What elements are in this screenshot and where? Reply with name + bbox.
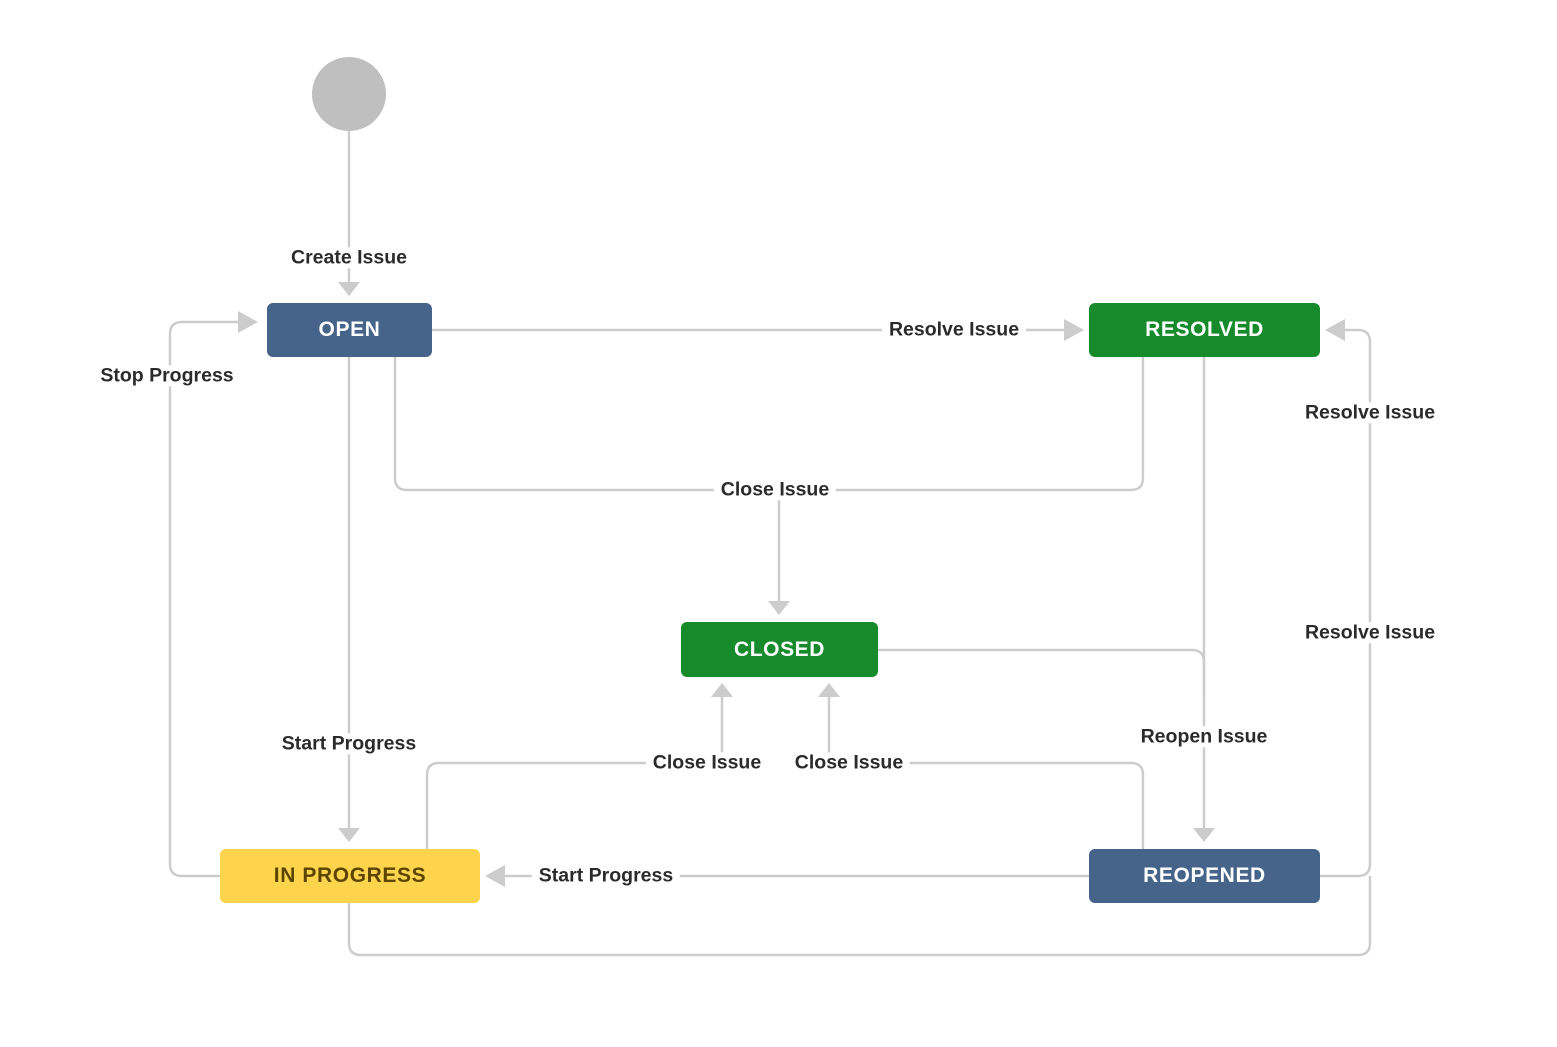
edge-resolve-issue-reopened [1320,328,1372,878]
edge-label-close-issue-open: Close Issue [713,478,837,501]
state-node-in-progress[interactable]: IN PROGRESS [220,849,480,903]
edge-close-issue-reopened [829,761,1145,849]
state-node-closed[interactable]: CLOSED [681,622,878,677]
arrowhead-close-issue-reopened [818,683,840,697]
state-node-resolved[interactable]: RESOLVED [1089,303,1320,357]
state-node-open[interactable]: OPEN [267,303,432,357]
state-label-in-progress: IN PROGRESS [273,864,427,887]
arrowhead-stop-progress [238,311,258,333]
state-label-reopened: REOPENED [1143,864,1266,887]
start-node[interactable] [312,57,386,131]
arrowhead-close-issue-open [768,601,790,615]
arrowhead-reopen-issue [1193,828,1215,842]
edge-label-resolve-issue-reopened: Resolve Issue [1297,401,1443,424]
edge-close-issue-open [393,357,1145,492]
state-label-resolved: RESOLVED [1145,318,1264,341]
edge-label-close-issue-reopened: Close Issue [787,751,911,774]
arrowhead-close-issue-inprogress [711,683,733,697]
edge-label-stop-progress: Stop Progress [93,364,241,387]
state-label-closed: CLOSED [733,637,826,661]
edge-label-start-progress-reopened: Start Progress [531,864,681,887]
arrowhead-create-issue [338,282,360,296]
arrowhead-resolve-issue-reopened [1325,319,1345,341]
state-node-reopened[interactable]: REOPENED [1089,849,1320,903]
edge-label-create-issue: Create Issue [284,246,414,269]
state-label-open: OPEN [318,318,381,341]
edge-resolve-issue-inprogress [347,876,1372,957]
arrowhead-start-progress-open [338,828,360,842]
edge-label-resolve-issue-open: Resolve Issue [881,318,1027,341]
edge-closed-to-reopened [878,648,1206,700]
edge-label-resolve-issue-inprogress: Resolve Issue [1297,621,1443,644]
edge-stop-progress [168,320,238,878]
arrowhead-resolve-issue-open [1064,319,1084,341]
edge-label-start-progress-open: Start Progress [274,732,424,755]
arrowhead-start-progress-reopened [485,865,505,887]
edge-label-close-issue-inprogress: Close Issue [645,751,769,774]
edge-label-reopen-issue: Reopen Issue [1133,725,1275,748]
edge-close-issue-inprogress [425,761,722,849]
